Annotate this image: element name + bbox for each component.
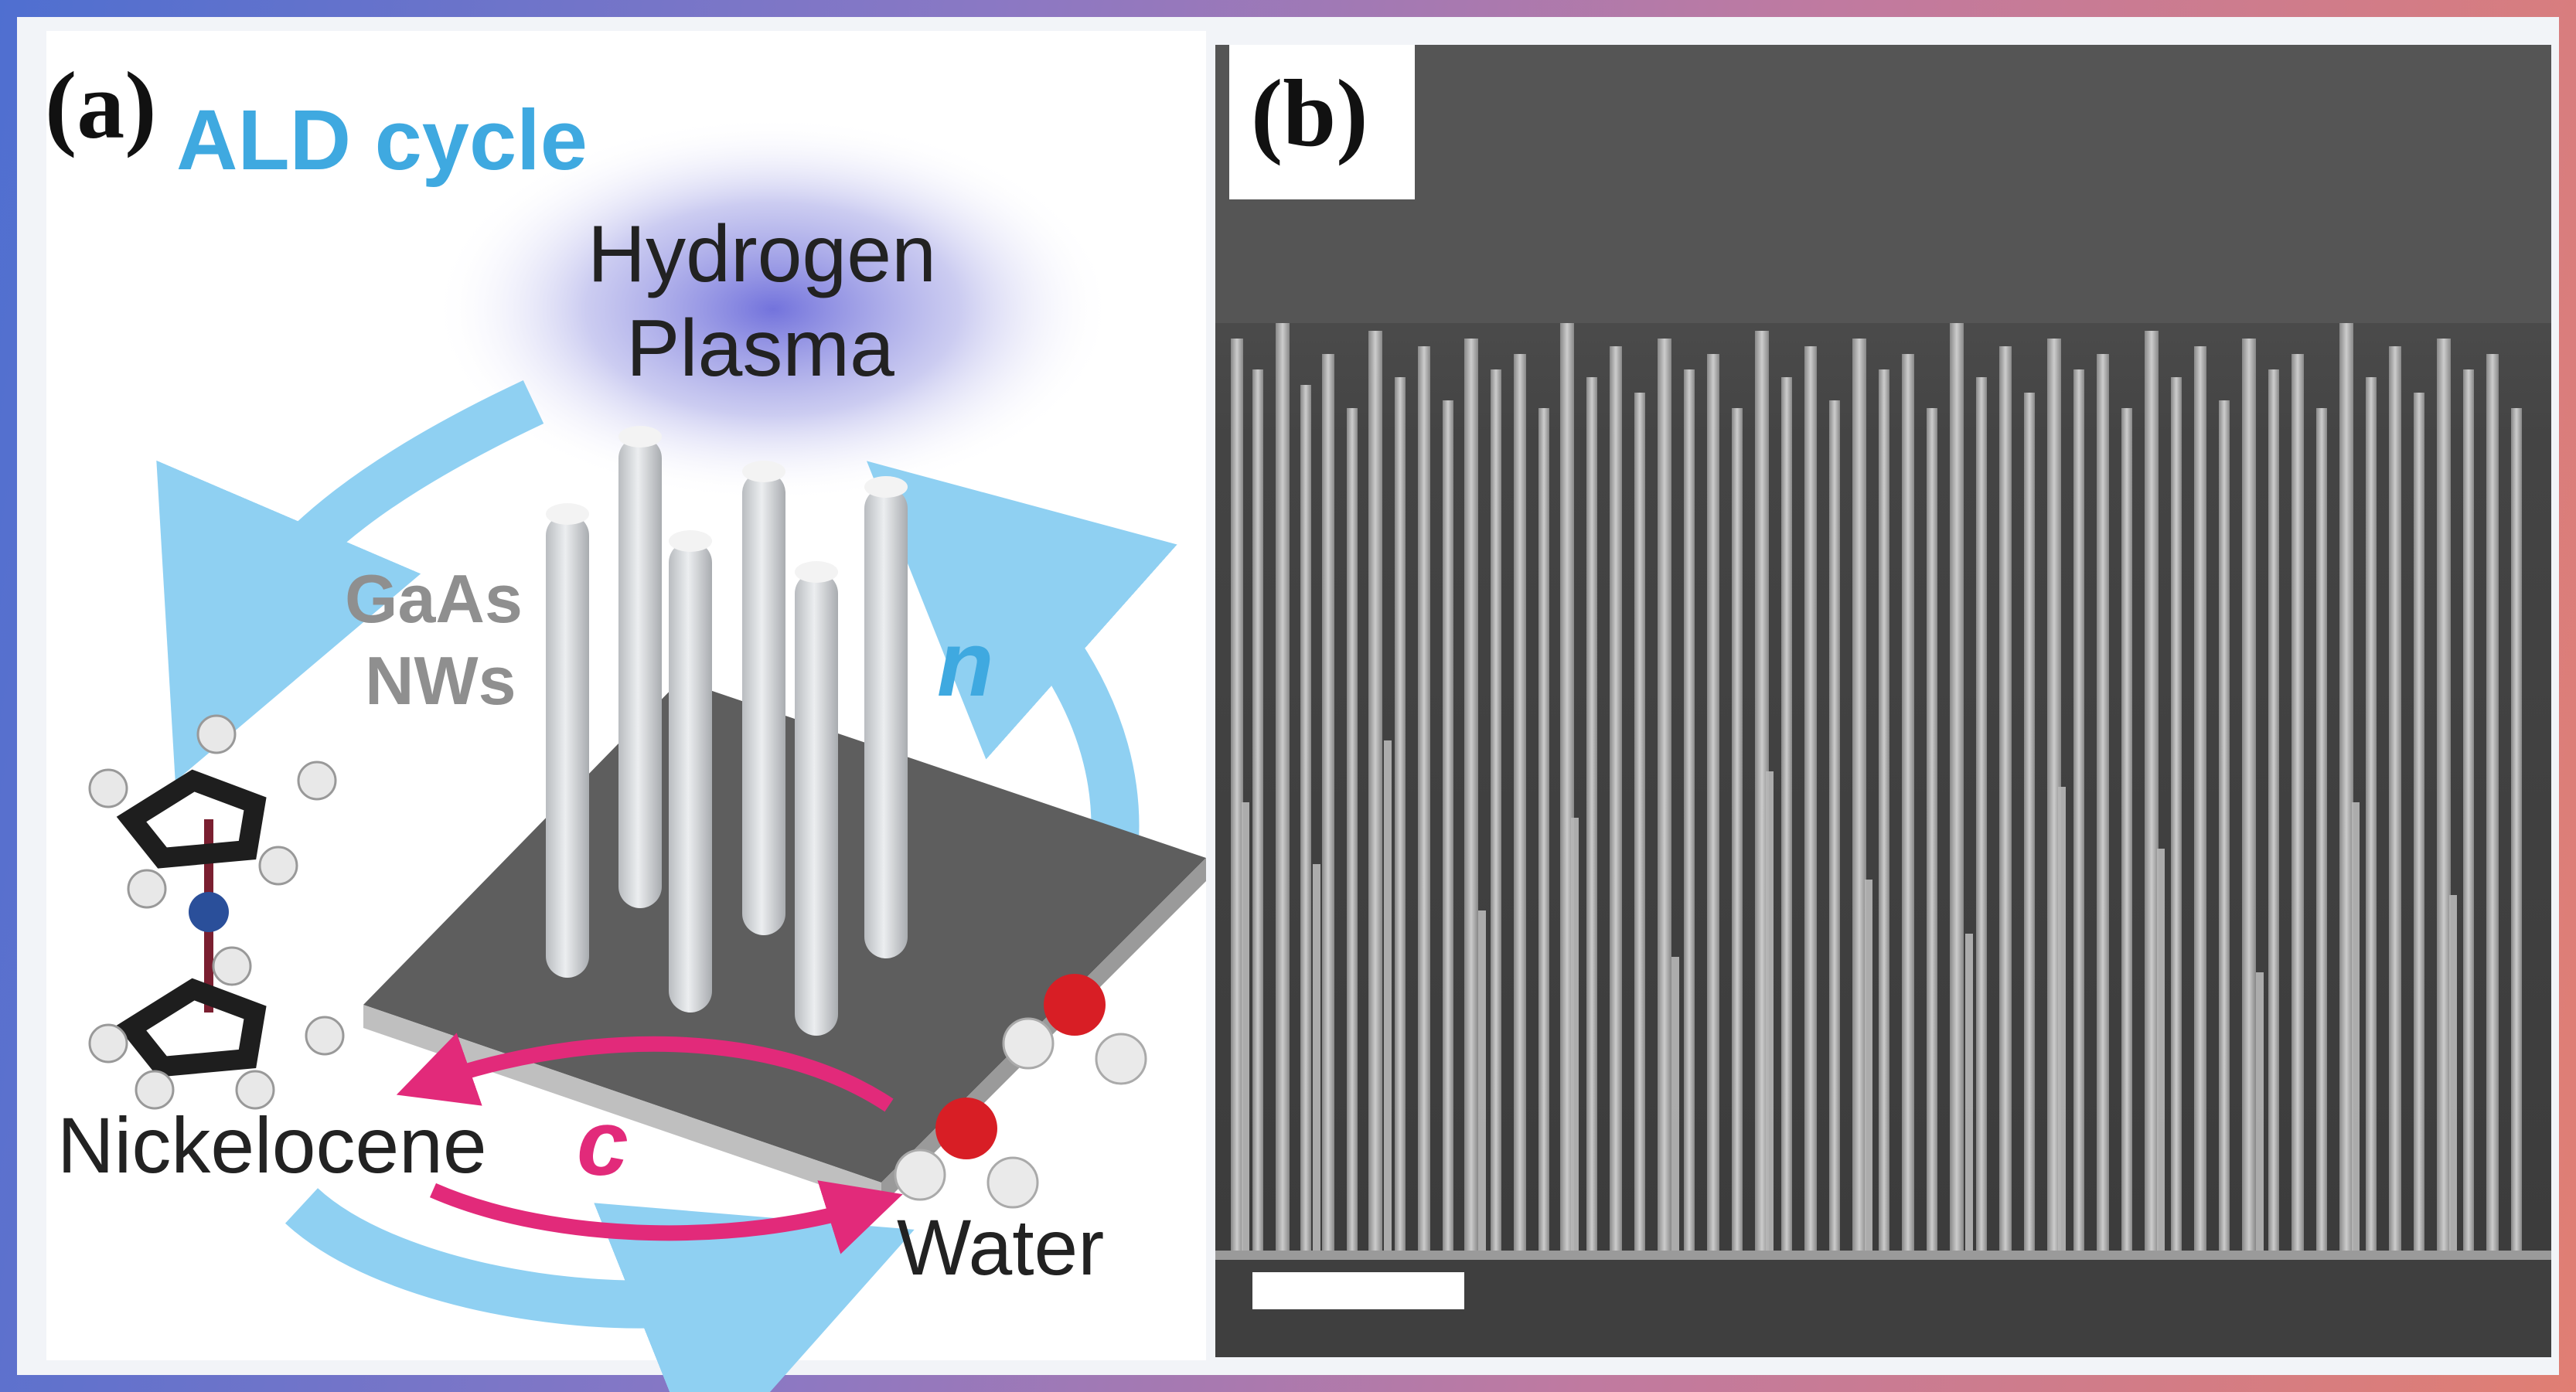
sem-nanowire-array bbox=[1215, 45, 2551, 1357]
nanowire-label-line1: GaAs bbox=[345, 560, 523, 637]
gaas-nanowires bbox=[546, 426, 908, 1036]
outer-cycle-arrow-bottom bbox=[285, 1187, 915, 1392]
plasma-label-line2: Plasma bbox=[626, 304, 894, 393]
inner-cycle-arrow-top bbox=[396, 1033, 894, 1112]
outer-cycle-arrow-top bbox=[156, 379, 544, 781]
plasma-label-line1: Hydrogen bbox=[588, 209, 936, 299]
inner-cycle-count: c bbox=[577, 1091, 629, 1195]
panel-b-label-box bbox=[1229, 45, 1415, 199]
plasma-glow bbox=[433, 116, 1113, 502]
precursor-label: Nickelocene bbox=[57, 1101, 487, 1189]
reactant-label: Water bbox=[897, 1203, 1105, 1292]
panel-a-label: (a) bbox=[45, 53, 157, 158]
substrate-side bbox=[363, 1005, 881, 1206]
sem-wires bbox=[1231, 323, 2522, 1251]
inner-cycle-arrow-bottom bbox=[429, 1180, 903, 1254]
sem-substrate-line bbox=[1215, 1251, 2551, 1260]
nanowire-label-line2: NWs bbox=[365, 642, 516, 719]
outer-cycle-count: n bbox=[937, 612, 994, 716]
sem-short-wires bbox=[1242, 740, 2457, 1251]
water-molecule-upper bbox=[1002, 974, 1147, 1085]
scale-bar bbox=[1252, 1272, 1464, 1309]
panel-b-sem-image bbox=[1215, 45, 2551, 1357]
panel-b-label: (b) bbox=[1251, 60, 1368, 166]
water-molecule-lower bbox=[894, 1098, 1039, 1209]
nickelocene-molecule bbox=[88, 714, 345, 1110]
ald-cycle-title: ALD cycle bbox=[176, 93, 588, 188]
